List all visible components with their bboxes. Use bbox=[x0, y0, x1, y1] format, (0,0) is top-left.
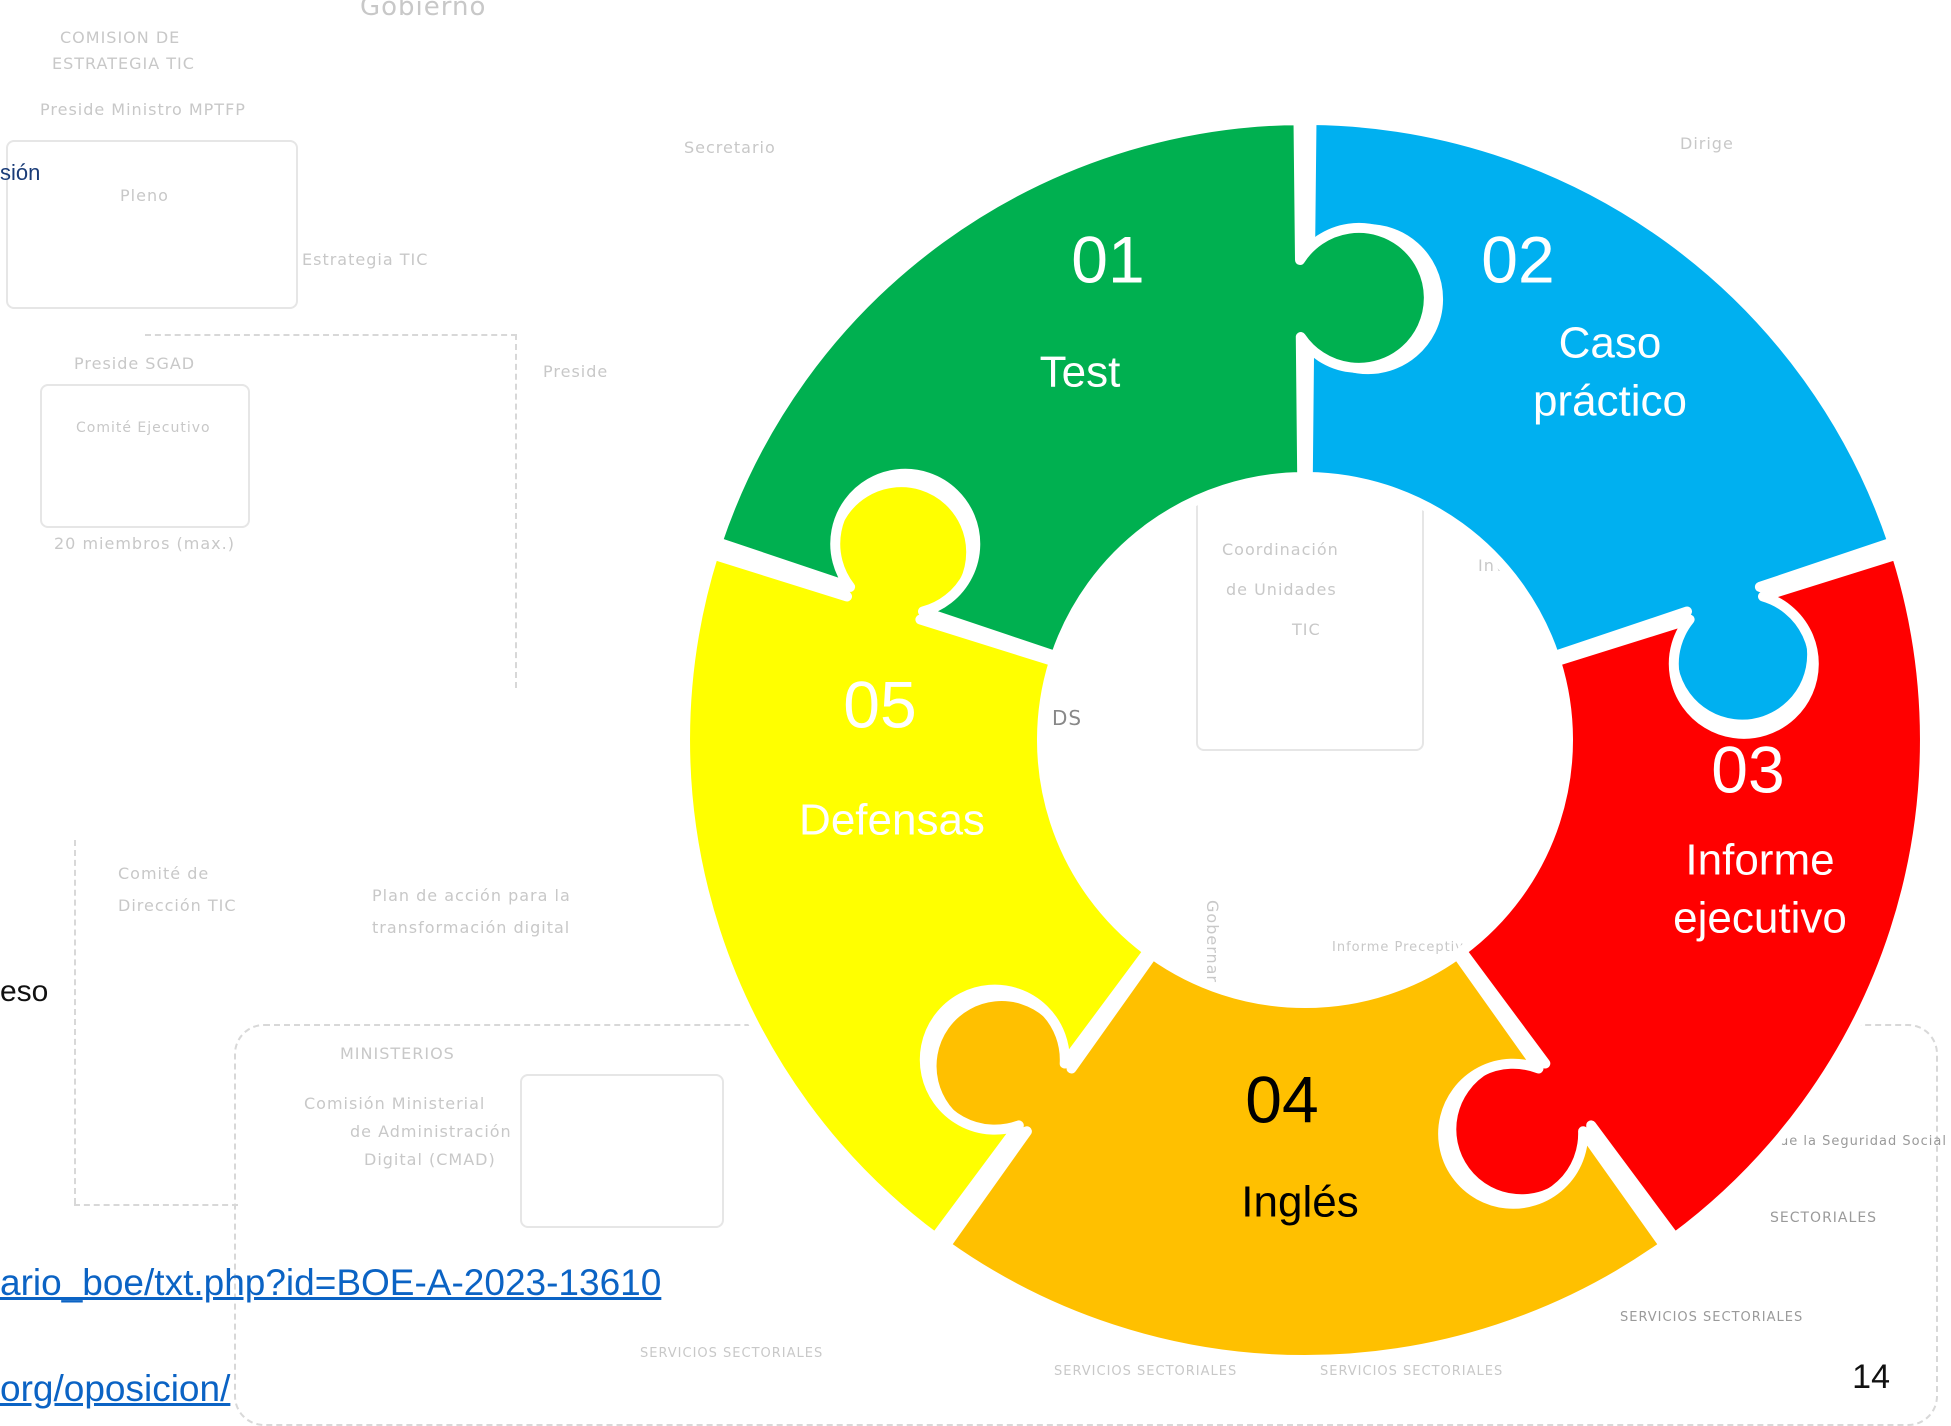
bg-pleno: Pleno bbox=[120, 186, 169, 205]
piece-label-02: Caso bbox=[1559, 319, 1662, 368]
bg-frag-ds: DS bbox=[1052, 706, 1083, 730]
piece-number-03: 03 bbox=[1711, 732, 1784, 806]
bg-plan-1: Plan de acción para la bbox=[372, 886, 571, 905]
bg-sectoriales: SECTORIALES bbox=[1770, 1210, 1878, 1226]
bg-serv-4: SERVICIOS SECTORIALES bbox=[1620, 1310, 1804, 1325]
bg-dash-connector-2 bbox=[145, 334, 517, 336]
bg-cmad-3: Digital (CMAD) bbox=[364, 1150, 496, 1169]
page-number: 14 bbox=[1852, 1358, 1890, 1396]
bg-serv-1: SERVICIOS SECTORIALES bbox=[640, 1346, 824, 1361]
piece-label-03: Informe bbox=[1685, 836, 1834, 885]
bg-gobierno: Gobierno bbox=[360, 0, 487, 22]
bg-preside: Preside bbox=[543, 362, 609, 381]
bg-serv-2: SERVICIOS SECTORIALES bbox=[1054, 1364, 1238, 1379]
bg-comision-2: ESTRATEGIA TIC bbox=[52, 54, 195, 73]
bg-cmad-2: de Administración bbox=[350, 1122, 512, 1141]
bg-coordinacion-3: TIC bbox=[1292, 620, 1321, 639]
bg-coordinacion-1: Coordinación bbox=[1222, 540, 1339, 559]
piece-label-01: Test bbox=[1040, 348, 1121, 397]
bg-comite-box bbox=[40, 384, 250, 528]
piece-label-02: práctico bbox=[1533, 377, 1687, 426]
bg-dash-connector bbox=[515, 334, 517, 688]
bg-left-dash bbox=[74, 840, 76, 1204]
bg-cmad-1: Comisión Ministerial bbox=[304, 1094, 486, 1113]
piece-label-04: Inglés bbox=[1241, 1178, 1358, 1227]
bg-comision-1: COMISION DE bbox=[60, 28, 181, 47]
bg-dirige: Dirige bbox=[1680, 134, 1734, 153]
puzzle-piece-05 bbox=[712, 115, 1434, 662]
left-fragment-eso: eso bbox=[0, 975, 49, 1008]
piece-number-01: 01 bbox=[1071, 222, 1144, 296]
bg-preside-ministro: Preside Ministro MPTFP bbox=[40, 100, 246, 119]
piece-label-03: ejecutivo bbox=[1673, 894, 1847, 943]
bg-ministerios: MINISTERIOS bbox=[340, 1044, 455, 1063]
piece-number-04: 04 bbox=[1245, 1062, 1318, 1136]
bg-estrategia: Estrategia TIC bbox=[302, 250, 429, 269]
oposicion-link[interactable]: org/oposicion/ bbox=[0, 1368, 231, 1409]
boe-link[interactable]: ario_boe/txt.php?id=BOE-A-2023-13610 bbox=[0, 1262, 662, 1303]
piece-number-02: 02 bbox=[1481, 222, 1554, 296]
bg-pleno-box bbox=[6, 140, 298, 309]
piece-number-05: 05 bbox=[843, 667, 916, 741]
bg-cmad-icon-box bbox=[520, 1074, 724, 1228]
bg-comite-ejecutivo: Comité Ejecutivo bbox=[76, 420, 211, 436]
bg-seg-social: de la Seguridad Social bbox=[1780, 1134, 1947, 1149]
bg-preside-sgad: Preside SGAD bbox=[74, 354, 196, 373]
piece-label-05: Defensas bbox=[799, 796, 985, 845]
bg-coordinacion-2: de Unidades bbox=[1226, 580, 1337, 599]
bg-comite-dir-1: Comité de bbox=[118, 864, 210, 883]
bg-miembros: 20 miembros (max.) bbox=[54, 534, 235, 553]
bg-left-dash-2 bbox=[74, 1204, 238, 1206]
bg-serv-3: SERVICIOS SECTORIALES bbox=[1320, 1364, 1504, 1379]
bg-secretario: Secretario bbox=[684, 138, 776, 157]
bg-plan-2: transformación digital bbox=[372, 918, 571, 937]
bg-comite-dir-2: Dirección TIC bbox=[118, 896, 237, 915]
left-fragment-sion: sión bbox=[0, 160, 41, 185]
